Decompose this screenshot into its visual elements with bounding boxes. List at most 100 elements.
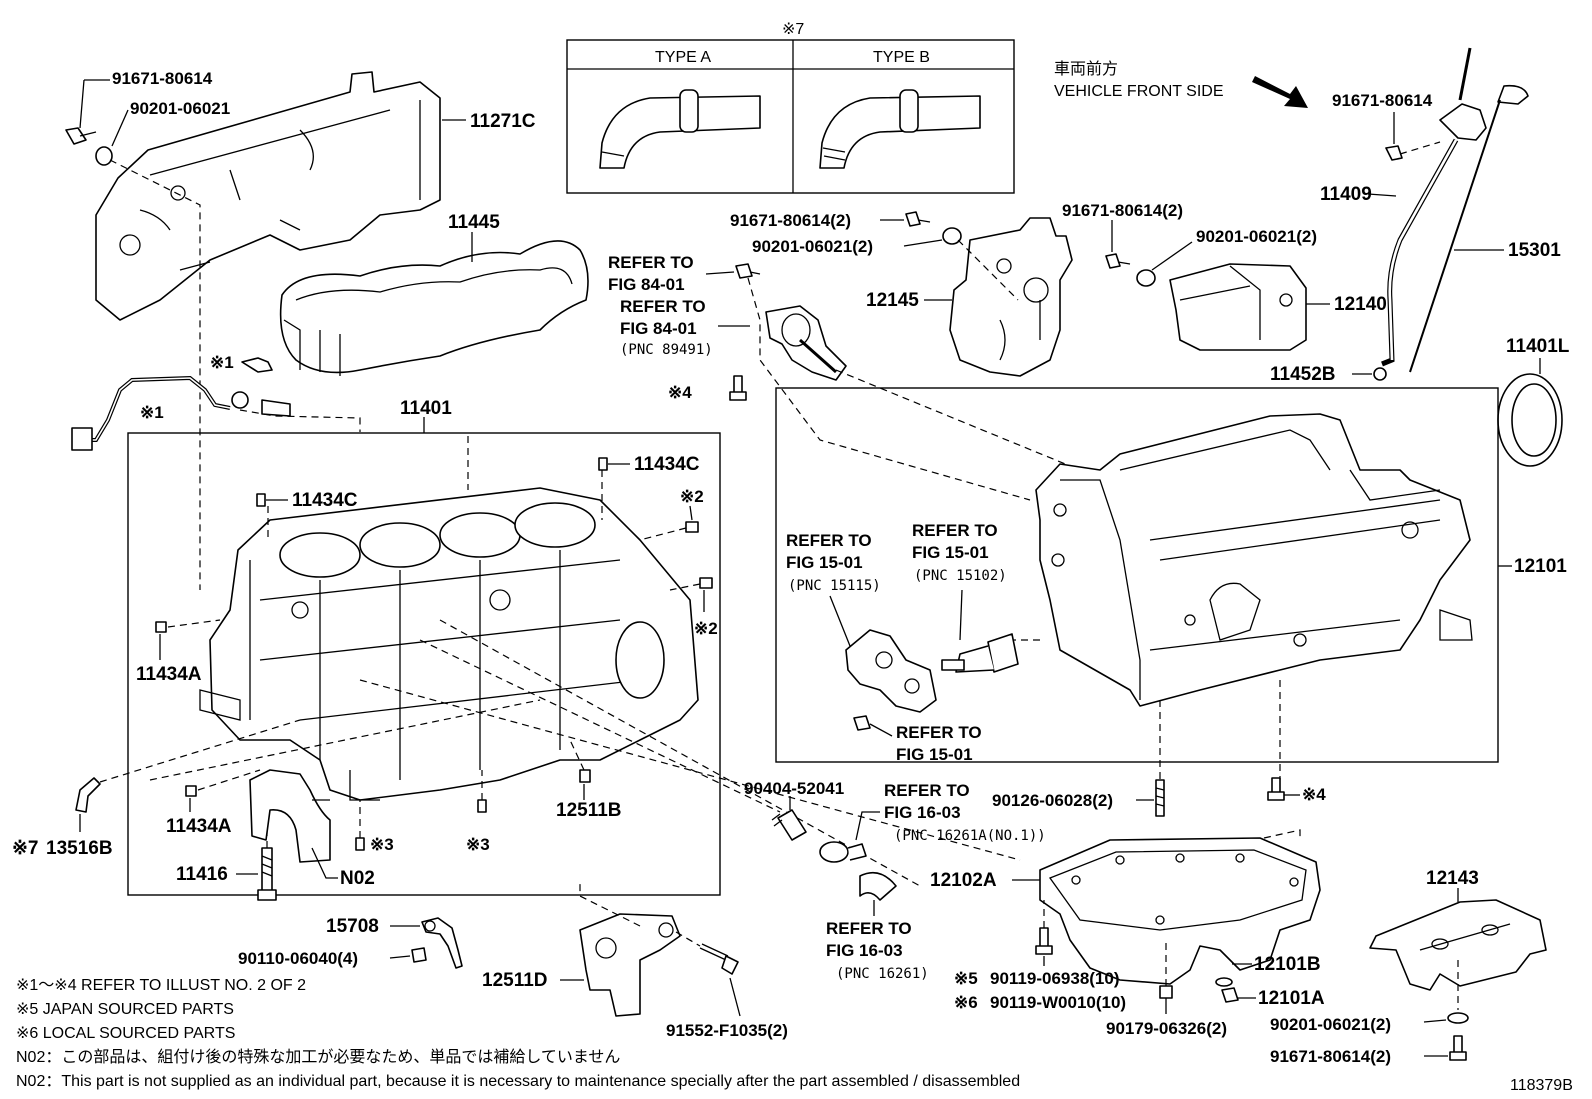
bolt-11416 (257, 847, 277, 901)
refer-d-1: REFER TO (912, 521, 998, 540)
label-N02: N02 (340, 868, 375, 889)
refer-b-pnc: (PNC 89491) (620, 342, 713, 358)
part-90404-oil-pressure-switch (771, 809, 807, 841)
mark-5: ※5 (954, 969, 978, 988)
label-11401: 11401 (400, 398, 452, 419)
refer-d-pnc: (PNC 15102) (914, 568, 1007, 584)
type-b-label: TYPE B (873, 49, 930, 66)
bolt-pump (853, 715, 871, 731)
refer-c-1: REFER TO (786, 531, 872, 550)
stud-90126 (1155, 779, 1165, 817)
washer-90201-tl (95, 146, 113, 166)
label-15708: 15708 (326, 916, 379, 937)
label-90119-a: 90119-06938(10) (990, 969, 1120, 988)
oil-pressure-pipe (71, 375, 291, 451)
mark-3a: ※3 (370, 835, 394, 854)
bolt-84-01 (735, 263, 761, 279)
part-15301-dipstick (1409, 84, 1529, 373)
refer-d-2: FIG 15-01 (912, 543, 989, 562)
refer-e-1: REFER TO (896, 723, 982, 742)
refer-c-2: FIG 15-01 (786, 553, 863, 572)
refer-g-1: REFER TO (826, 919, 912, 938)
type-b-hose (819, 89, 981, 169)
pin-mark3b (477, 799, 487, 813)
part-11445 (279, 240, 589, 376)
part-12145 (949, 217, 1073, 377)
pin-mark3a (355, 837, 365, 851)
label-11434C-a: 11434C (292, 490, 358, 511)
label-11434A-b: 11434A (166, 816, 232, 837)
label-11434A-a: 11434A (136, 664, 202, 685)
part-12143 (1369, 899, 1547, 991)
front-side-en: VEHICLE FRONT SIDE (1054, 83, 1224, 100)
bolt-mark4b (1267, 777, 1285, 801)
part-15708 (421, 917, 463, 969)
note-1: ※1～※4 REFER TO ILLUST NO. 2 OF 2 (16, 977, 306, 994)
label-90201-m: 90201-06021(2) (752, 237, 873, 256)
refer-e-2: FIG 15-01 (896, 745, 973, 764)
pin-11434A-b (185, 785, 197, 797)
refer-g-2: FIG 16-03 (826, 941, 903, 960)
pan-frame (775, 387, 1499, 763)
bolt-91552 (699, 943, 739, 975)
type-inset: TYPE A TYPE B (566, 39, 1015, 194)
label-12140: 12140 (1334, 294, 1387, 315)
mark-2b: ※2 (694, 619, 718, 638)
part-11401-cylinder-block (199, 487, 699, 801)
oring-11452B (1373, 367, 1387, 381)
part-12140 (1169, 263, 1307, 351)
type-a-label: TYPE A (655, 49, 711, 66)
refer-b-2: FIG 84-01 (620, 319, 697, 338)
bolt-91671-m (905, 211, 931, 227)
dowel-mark2b (699, 577, 713, 589)
label-11271C: 11271C (470, 111, 536, 132)
label-91671-br: 91671-80614(2) (1270, 1047, 1391, 1066)
bolt-91671-br (1449, 1035, 1467, 1061)
bolt-91671-r (1105, 253, 1131, 269)
label-91671-m: 91671-80614(2) (730, 211, 851, 230)
label-11409: 11409 (1320, 184, 1372, 205)
mark-1b: ※1 (140, 403, 164, 422)
bolt-90119 (1035, 927, 1053, 955)
bolt-91671-tl (65, 127, 97, 145)
mark-4b: ※4 (1302, 785, 1326, 804)
inset-mark: ※7 (782, 21, 804, 38)
refer-c-pnc: (PNC 15115) (788, 578, 881, 594)
part-hose-clamp (819, 841, 867, 863)
refer-a-2: FIG 84-01 (608, 275, 685, 294)
label-91552: 91552-F1035(2) (666, 1021, 788, 1040)
mark-7: ※7 (12, 838, 39, 859)
label-12511B: 12511B (556, 800, 622, 821)
label-90404: 90404-52041 (744, 779, 844, 798)
label-90119-b: 90119-W0010(10) (990, 993, 1126, 1012)
label-12101B: 12101B (1254, 954, 1321, 975)
part-N02-bearing-cap (249, 769, 331, 863)
label-15301: 15301 (1508, 240, 1561, 261)
note-5: N02：This part is not supplied as an indi… (16, 1073, 1020, 1090)
part-11409-guide (1381, 47, 1487, 367)
label-11434C-b: 11434C (634, 454, 700, 475)
part-11401L-seal (1497, 373, 1563, 467)
bolt-mark4a (729, 375, 747, 401)
part-12101-oil-pan-no1 (1035, 413, 1473, 707)
mark-4a: ※4 (668, 383, 692, 402)
part-12511D (579, 913, 681, 1017)
label-12511D: 12511D (482, 970, 548, 991)
part-oil-pump-valve (845, 629, 937, 713)
refer-a-1: REFER TO (608, 253, 694, 272)
mark-2a: ※2 (680, 487, 704, 506)
mark-3b: ※3 (466, 835, 490, 854)
part-oil-filter-bracket (765, 305, 847, 381)
note-4: N02：この部品は、組付け後の特殊な加工が必要なため、単品では補給していません (16, 1048, 620, 1066)
refer-f-1: REFER TO (884, 781, 970, 800)
label-91671-r: 91671-80614(2) (1062, 201, 1183, 220)
illustration-id: 118379B (1510, 1077, 1573, 1094)
label-11452B: 11452B (1270, 364, 1336, 385)
plug-90179 (1159, 985, 1173, 999)
refer-b-1: REFER TO (620, 297, 706, 316)
label-90201-br: 90201-06021(2) (1270, 1015, 1391, 1034)
label-11416: 11416 (176, 864, 228, 885)
front-side-jp: 車両前方 (1054, 60, 1118, 78)
label-12145: 12145 (866, 290, 919, 311)
part-oil-filter-element (941, 633, 1019, 673)
